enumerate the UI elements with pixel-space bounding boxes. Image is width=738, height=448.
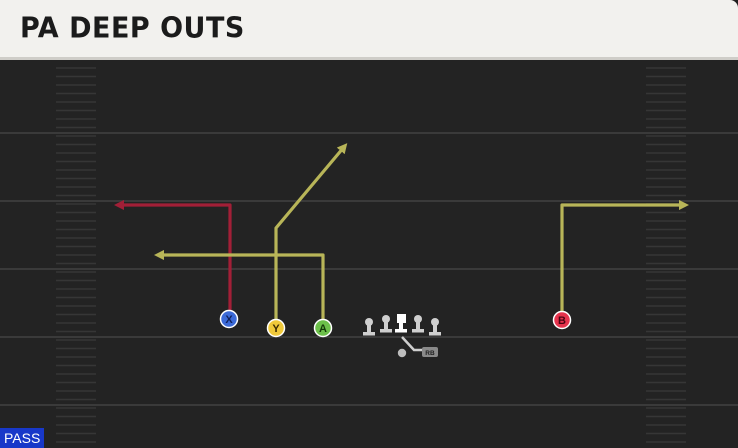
play-type-badge: PASS xyxy=(0,428,45,448)
center-icon xyxy=(395,314,407,333)
offensive-line xyxy=(363,314,441,336)
receiver-a[interactable]: A xyxy=(313,318,333,338)
routes xyxy=(113,143,690,328)
running-back-icon[interactable]: RB xyxy=(422,347,438,357)
receiver-b-icon xyxy=(552,310,572,330)
play-field: X Y A B xyxy=(0,60,738,448)
play-diagram: X Y A B xyxy=(0,67,738,443)
play-title: PA DEEP OUTS xyxy=(20,12,245,45)
receiver-b-label: B xyxy=(558,315,566,327)
receiver-b[interactable]: B xyxy=(552,310,572,330)
backfield: RB xyxy=(397,336,438,358)
running-back-label: RB xyxy=(425,350,435,357)
lineman-icon xyxy=(429,318,441,336)
quarterback-icon xyxy=(397,348,407,358)
route-y-corner xyxy=(274,143,348,328)
receiver-x[interactable]: X xyxy=(219,309,239,329)
hash-marks xyxy=(56,67,686,443)
route-a-deep-out xyxy=(153,249,325,328)
route-b-deep-out xyxy=(560,199,690,318)
lineman-icon xyxy=(363,318,375,336)
route-x-out xyxy=(113,199,232,318)
yard-lines xyxy=(0,132,738,406)
lineman-icon xyxy=(380,315,392,333)
receiver-a-label: A xyxy=(319,323,327,335)
receiver-y-icon xyxy=(266,318,286,338)
lineman-icon xyxy=(412,315,424,333)
receiver-a-icon xyxy=(313,318,333,338)
receiver-x-icon xyxy=(219,309,239,329)
receiver-y-label: Y xyxy=(272,323,280,335)
receiver-y[interactable]: Y xyxy=(266,318,286,338)
receiver-x-label: X xyxy=(225,314,233,326)
play-action-path xyxy=(401,336,424,352)
play-header: PA DEEP OUTS xyxy=(0,0,738,60)
